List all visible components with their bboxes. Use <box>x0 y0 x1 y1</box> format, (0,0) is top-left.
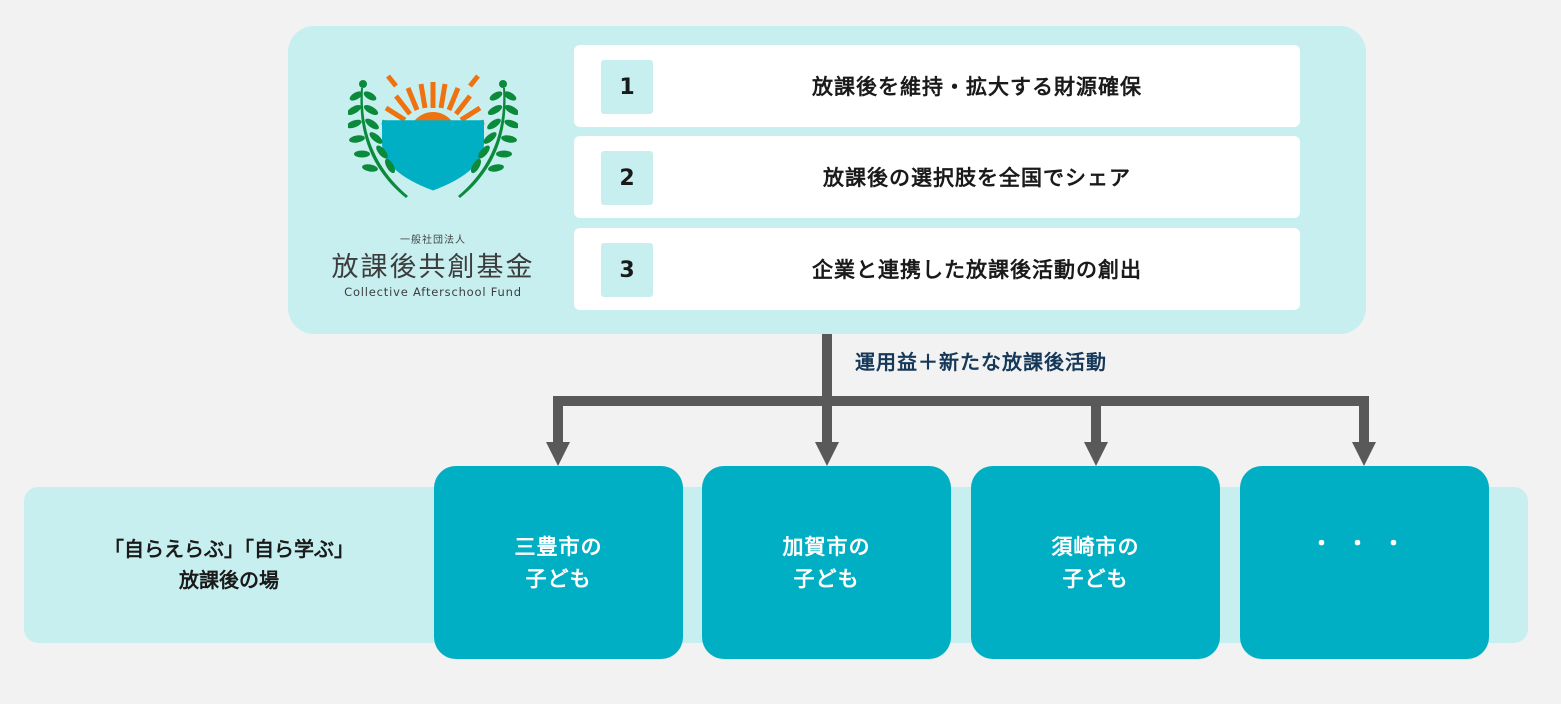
goal-number: 3 <box>601 243 653 297</box>
arrow-down-icon <box>1352 442 1376 466</box>
city-card-line1: 加賀市の <box>782 534 871 559</box>
goal-row: 3 企業と連携した放課後活動の創出 <box>574 228 1300 310</box>
sun-shield-laurel-emblem-icon <box>348 74 518 198</box>
city-card-more: ・・・ <box>1240 466 1489 659</box>
logo-subtitle: 一般社団法人 <box>400 235 466 246</box>
city-card-line1: 三豊市の <box>514 534 603 559</box>
goal-row: 1 放課後を維持・拡大する財源確保 <box>574 45 1300 127</box>
goal-number: 2 <box>601 151 653 205</box>
arrow-down-icon <box>815 442 839 466</box>
trunk-line <box>822 334 832 403</box>
city-card: 三豊市の 子ども <box>434 466 683 659</box>
branch-line <box>1359 396 1369 444</box>
logo-name-en: Collective Afterschool Fund <box>344 285 522 299</box>
ellipsis-text: ・・・ <box>1310 531 1419 557</box>
city-card-line1: 須崎市の <box>1051 534 1140 559</box>
branch-line <box>1091 396 1101 444</box>
city-card: 加賀市の 子ども <box>702 466 951 659</box>
city-card-line2: 子ども <box>525 566 592 591</box>
bus-line <box>553 396 1369 406</box>
fund-panel: 一般社団法人 放課後共創基金 Collective Afterschool Fu… <box>288 26 1366 334</box>
goal-text: 放課後を維持・拡大する財源確保 <box>812 75 1142 99</box>
logo-name-ja: 放課後共創基金 <box>331 252 535 283</box>
arrow-down-icon <box>546 442 570 466</box>
city-card-line2: 子ども <box>793 566 860 591</box>
goal-text: 企業と連携した放課後活動の創出 <box>812 258 1142 282</box>
branch-line <box>553 396 563 444</box>
arrow-down-icon <box>1084 442 1108 466</box>
branch-line <box>822 396 832 444</box>
fund-logo: 一般社団法人 放課後共創基金 Collective Afterschool Fu… <box>288 26 578 334</box>
flow-label: 運用益＋新たな放課後活動 <box>855 350 1107 374</box>
place-label: 「自らえらぶ」「自ら学ぶ」 放課後の場 <box>24 487 434 643</box>
goal-text: 放課後の選択肢を全国でシェア <box>823 166 1131 190</box>
city-card-line2: 子ども <box>1062 566 1129 591</box>
city-card: 須崎市の 子ども <box>971 466 1220 659</box>
goal-row: 2 放課後の選択肢を全国でシェア <box>574 136 1300 218</box>
place-label-line2: 放課後の場 <box>179 568 279 592</box>
place-label-line1: 「自らえらぶ」「自ら学ぶ」 <box>104 537 354 561</box>
goal-number: 1 <box>601 60 653 114</box>
